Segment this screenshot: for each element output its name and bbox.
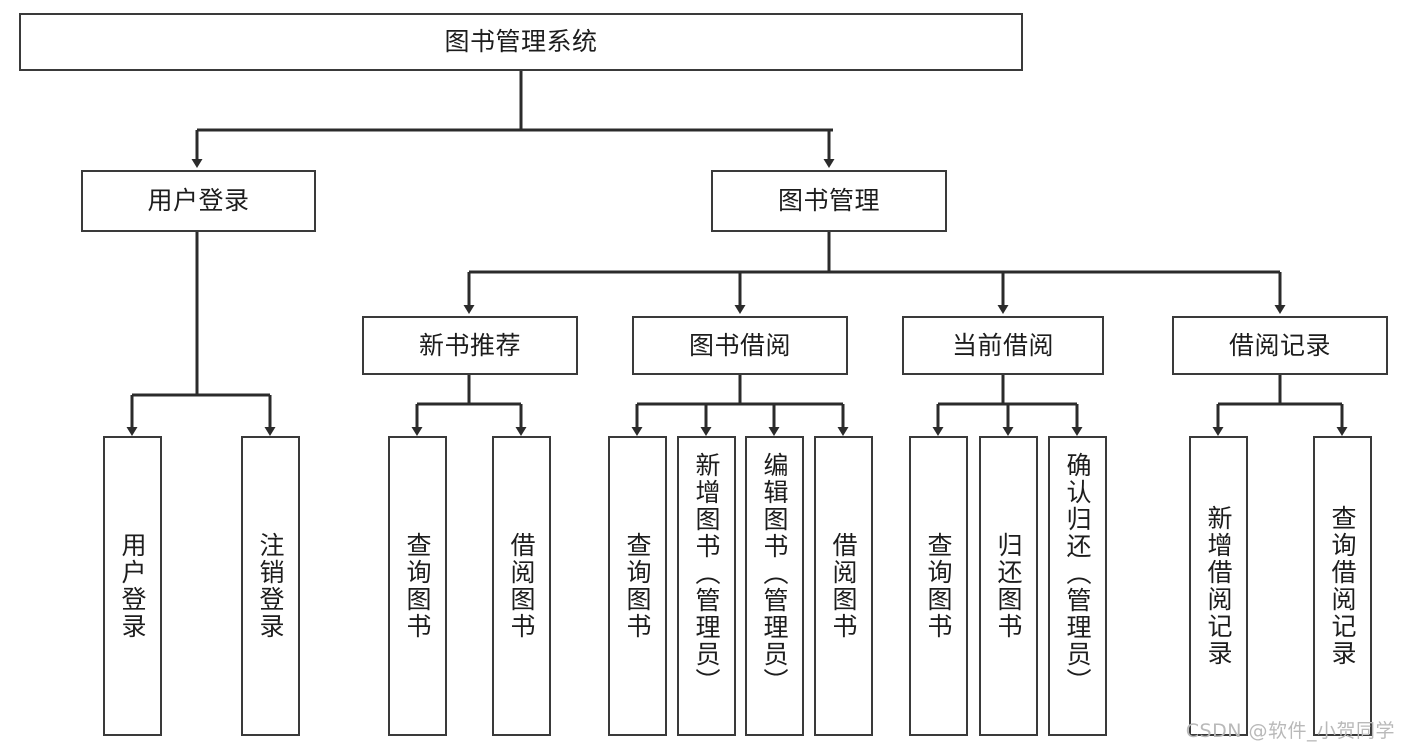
- node-new-book-recommend[interactable]: 新书推荐: [362, 316, 578, 375]
- watermark-text: CSDN @软件_小贺同学: [1185, 720, 1395, 742]
- node-book-management[interactable]: 图书管理: [711, 170, 947, 232]
- node-label: 新增图书（管理员）: [692, 452, 721, 695]
- leaf-record-add-record[interactable]: 新增借阅记录: [1189, 436, 1248, 736]
- leaf-borrow-add-book-admin[interactable]: 新增图书（管理员）: [677, 436, 736, 736]
- leaf-current-return-book[interactable]: 归还图书: [979, 436, 1038, 736]
- node-label: 借阅图书: [507, 532, 536, 640]
- node-label: 归还图书: [994, 532, 1023, 640]
- node-label: 图书借阅: [688, 330, 791, 360]
- node-label: 借阅图书: [829, 532, 858, 640]
- node-label: 借阅记录: [1228, 330, 1331, 360]
- node-label: 用户登录: [147, 186, 250, 216]
- leaf-borrow-edit-book-admin[interactable]: 编辑图书（管理员）: [745, 436, 804, 736]
- node-label: 新增借阅记录: [1204, 505, 1233, 667]
- node-label: 当前借阅: [951, 330, 1054, 360]
- node-label: 图书管理: [777, 186, 880, 216]
- node-label: 查询借阅记录: [1328, 505, 1357, 667]
- node-label: 新书推荐: [418, 330, 521, 360]
- leaf-record-query-record[interactable]: 查询借阅记录: [1313, 436, 1372, 736]
- node-label: 查询图书: [623, 532, 652, 640]
- leaf-current-confirm-return-admin[interactable]: 确认归还（管理员）: [1048, 436, 1107, 736]
- node-label: 编辑图书（管理员）: [760, 452, 789, 695]
- node-root-system[interactable]: 图书管理系统: [19, 13, 1023, 71]
- node-label: 查询图书: [403, 532, 432, 640]
- node-book-borrow[interactable]: 图书借阅: [632, 316, 848, 375]
- node-current-borrow[interactable]: 当前借阅: [902, 316, 1104, 375]
- leaf-recommend-query-book[interactable]: 查询图书: [388, 436, 447, 736]
- node-user-login[interactable]: 用户登录: [81, 170, 316, 232]
- leaf-borrow-query-book[interactable]: 查询图书: [608, 436, 667, 736]
- leaf-user-logout[interactable]: 注销登录: [241, 436, 300, 736]
- leaf-borrow-borrow-book[interactable]: 借阅图书: [814, 436, 873, 736]
- leaf-recommend-borrow-book[interactable]: 借阅图书: [492, 436, 551, 736]
- node-label: 图书管理系统: [444, 27, 598, 57]
- node-label: 查询图书: [924, 532, 953, 640]
- leaf-user-login[interactable]: 用户登录: [103, 436, 162, 736]
- leaf-current-query-book[interactable]: 查询图书: [909, 436, 968, 736]
- node-label: 注销登录: [256, 532, 285, 640]
- node-label: 用户登录: [118, 532, 147, 640]
- node-borrow-record[interactable]: 借阅记录: [1172, 316, 1388, 375]
- node-label: 确认归还（管理员）: [1063, 452, 1092, 695]
